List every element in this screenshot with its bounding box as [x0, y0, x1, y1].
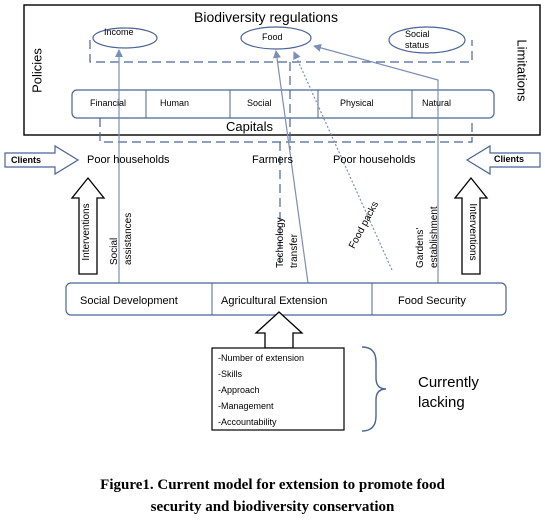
lacking-item: -Skills [218, 369, 242, 379]
clients-arrow-left [4, 144, 80, 176]
outcome-food: Food [262, 32, 283, 42]
diagram-title: Biodiversity regulations [194, 9, 338, 25]
figure-caption-line2: security and biodiversity conservation [150, 499, 395, 515]
capital-social: Social [247, 98, 272, 108]
sector-food-security: Food Security [398, 295, 466, 307]
figure-caption-line1: Figure1. Current model for extension to … [100, 477, 445, 493]
currently-lacking-label: Currently lacking [418, 374, 479, 411]
interventions-right-label: Interventions [467, 203, 478, 261]
lacking-item: -Management [218, 401, 274, 411]
limitations-label: Limitations [514, 39, 530, 102]
row-farmers: Farmers [252, 154, 293, 166]
clients-arrow-right [465, 144, 541, 176]
support-up-arrow [254, 311, 304, 349]
outcome-income: Income [104, 27, 134, 37]
lacking-box [211, 347, 345, 431]
oval-food [240, 26, 312, 50]
gardens-to-food-line [313, 43, 439, 118]
oval-social-status [388, 26, 466, 54]
capital-financial: Financial [90, 98, 127, 108]
clients-right-label: Clients [494, 154, 525, 164]
capital-natural: Natural [422, 98, 452, 108]
technology-transfer-label: Technology transfer [275, 217, 300, 268]
capital-physical: Physical [340, 98, 374, 108]
oval-income [92, 27, 158, 49]
lacking-item: -Accountability [218, 417, 277, 427]
sector-agricultural-extension: Agricultural Extension [221, 295, 328, 307]
row-poor-households-left: Poor households [87, 154, 170, 166]
lacking-item: -Number of extension [218, 353, 305, 363]
capitals-label: Capitals [226, 119, 273, 134]
outcome-social-status: Social status [405, 29, 430, 50]
technology-transfer-line [272, 50, 309, 284]
sector-social-development: Social Development [80, 295, 178, 307]
policies-label: Policies [29, 48, 45, 93]
capital-human: Human [160, 98, 190, 108]
interventions-left-label: Interventions [81, 203, 92, 261]
dashed-outcome-group [89, 40, 473, 63]
clients-left-label: Clients [11, 155, 42, 165]
row-poor-households-right: Poor households [333, 154, 416, 166]
lacking-item: -Approach [218, 385, 260, 395]
social-assistances-label: Social assistances [109, 212, 134, 265]
interventions-arrow-right [453, 176, 489, 275]
lacking-brace [361, 346, 387, 432]
interventions-arrow-left [70, 176, 106, 275]
sectors-bar [65, 282, 507, 316]
gardens-establishment-label: Gardens' establishment [415, 206, 440, 268]
